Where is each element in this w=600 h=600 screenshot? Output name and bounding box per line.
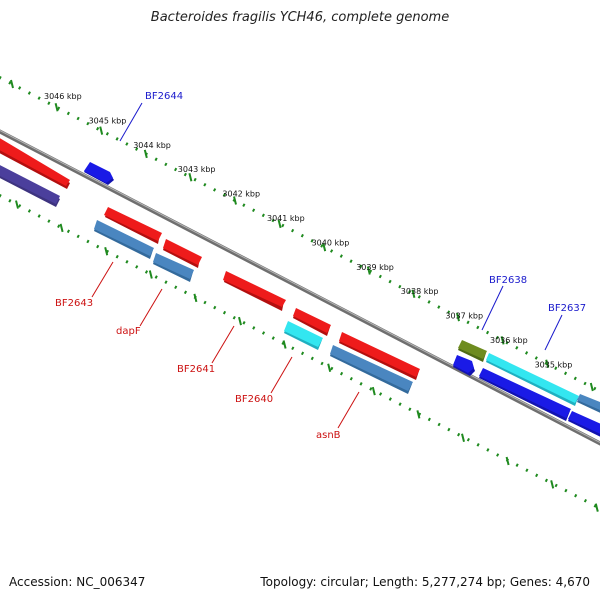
- gene-feature-red-left-top[interactable]: [0, 131, 70, 189]
- ruler-label: 3036 kbp: [490, 336, 528, 345]
- inner-major-tick: [327, 363, 332, 373]
- genome-summary-text: Topology: circular; Length: 5,277,274 bp…: [260, 575, 590, 589]
- accession-text: Accession: NC_006347: [9, 575, 146, 589]
- inner-major-tick: [15, 200, 19, 209]
- ruler-label: 3042 kbp: [222, 190, 260, 199]
- outer-major-tick: [277, 219, 282, 229]
- genome-backbone: [0, 129, 600, 446]
- inner-major-tick: [238, 316, 242, 326]
- gene-label-bf2638[interactable]: BF2638: [489, 275, 527, 286]
- inner-major-tick: [594, 503, 599, 512]
- ruler-label: 3039 kbp: [356, 263, 394, 272]
- outer-major-tick: [99, 126, 104, 135]
- inner-major-tick: [461, 433, 465, 442]
- outer-major-tick: [188, 172, 193, 182]
- outer-major-tick: [589, 382, 594, 392]
- ruler-label: 3045 kbp: [89, 116, 127, 125]
- gene-feature-indigo-left[interactable]: [0, 160, 60, 207]
- outer-major-tick: [456, 312, 460, 322]
- inner-major-tick: [104, 246, 109, 256]
- outer-major-tick: [233, 196, 237, 205]
- ruler-label: 3037 kbp: [445, 312, 483, 321]
- ruler-label: 3044 kbp: [133, 141, 171, 150]
- inner-major-tick: [550, 480, 555, 489]
- ruler-label: 3041 kbp: [267, 214, 305, 223]
- gene-feature-bf2638[interactable]: [458, 340, 487, 362]
- outer-ruler-ticks: [10, 79, 594, 392]
- gene-feature-red-1[interactable]: [104, 207, 162, 244]
- gene-feature-red-3[interactable]: [223, 271, 286, 311]
- genome-backbone-highlight: [0, 130, 600, 443]
- outer-major-tick: [10, 79, 14, 89]
- gene-feature-steel-1[interactable]: [94, 220, 154, 259]
- gene-feature-blue-long[interactable]: [479, 368, 571, 421]
- gene-labels-top: BF2644 BF2638 BF2637: [145, 91, 586, 314]
- inner-major-tick: [416, 410, 421, 419]
- gene-labels-bottom: BF2643 dapF BF2641 BF2640 asnB: [55, 298, 341, 441]
- gene-label-asnb[interactable]: asnB: [316, 430, 341, 441]
- gene-feature-blue-right[interactable]: [568, 411, 600, 440]
- ruler-label: 3038 kbp: [401, 287, 439, 296]
- outer-major-tick: [411, 289, 416, 299]
- gene-feature-steel-2[interactable]: [153, 253, 194, 282]
- ruler-label: 3035 kbp: [535, 360, 573, 369]
- inner-major-tick: [148, 270, 153, 279]
- outer-major-tick: [143, 149, 148, 159]
- outer-major-tick: [545, 359, 550, 368]
- gene-label-bf2640[interactable]: BF2640: [235, 394, 273, 405]
- gene-feature-blue-small[interactable]: [453, 355, 475, 376]
- gene-label-bf2643[interactable]: BF2643: [55, 298, 93, 309]
- gene-feature-steel-3[interactable]: [330, 345, 413, 394]
- inner-major-tick: [371, 386, 376, 396]
- inner-major-tick: [59, 223, 64, 233]
- gene-feature-cyan-long[interactable]: [486, 353, 579, 406]
- gene-label-bf2644[interactable]: BF2644: [145, 91, 183, 102]
- inner-ruler-track: [0, 193, 600, 511]
- gene-feature-red-5[interactable]: [339, 332, 420, 380]
- gene-feature-cyan-1[interactable]: [284, 321, 323, 350]
- outer-major-tick: [366, 266, 371, 275]
- gene-feature-bf2644[interactable]: [84, 162, 114, 185]
- gene-feature-red-4[interactable]: [293, 308, 331, 336]
- inner-major-tick: [193, 293, 198, 303]
- outer-major-tick: [54, 103, 59, 112]
- gene-label-bf2637[interactable]: BF2637: [548, 303, 586, 314]
- gene-feature-steel-right[interactable]: [577, 394, 600, 416]
- ruler-label: 3040 kbp: [312, 238, 350, 247]
- outer-ruler-track: [0, 75, 600, 394]
- ruler-labels: 3046 kbp 3045 kbp 3044 kbp 3043 kbp 3042 kbp…: [44, 92, 572, 369]
- label-leaders: [91, 102, 563, 429]
- outer-major-tick: [322, 242, 327, 252]
- ruler-label: 3046 kbp: [44, 92, 82, 101]
- gene-feature-red-2[interactable]: [163, 239, 202, 268]
- inner-ruler-ticks: [15, 200, 599, 512]
- ruler-label: 3043 kbp: [178, 165, 216, 174]
- inner-major-tick: [282, 340, 287, 349]
- inner-major-tick: [505, 456, 510, 466]
- gene-label-dapf[interactable]: dapF: [116, 326, 141, 337]
- outer-major-tick: [500, 336, 505, 345]
- genome-title: Bacteroides fragilis YCH46, complete gen…: [150, 10, 450, 25]
- gene-label-bf2641[interactable]: BF2641: [177, 364, 215, 375]
